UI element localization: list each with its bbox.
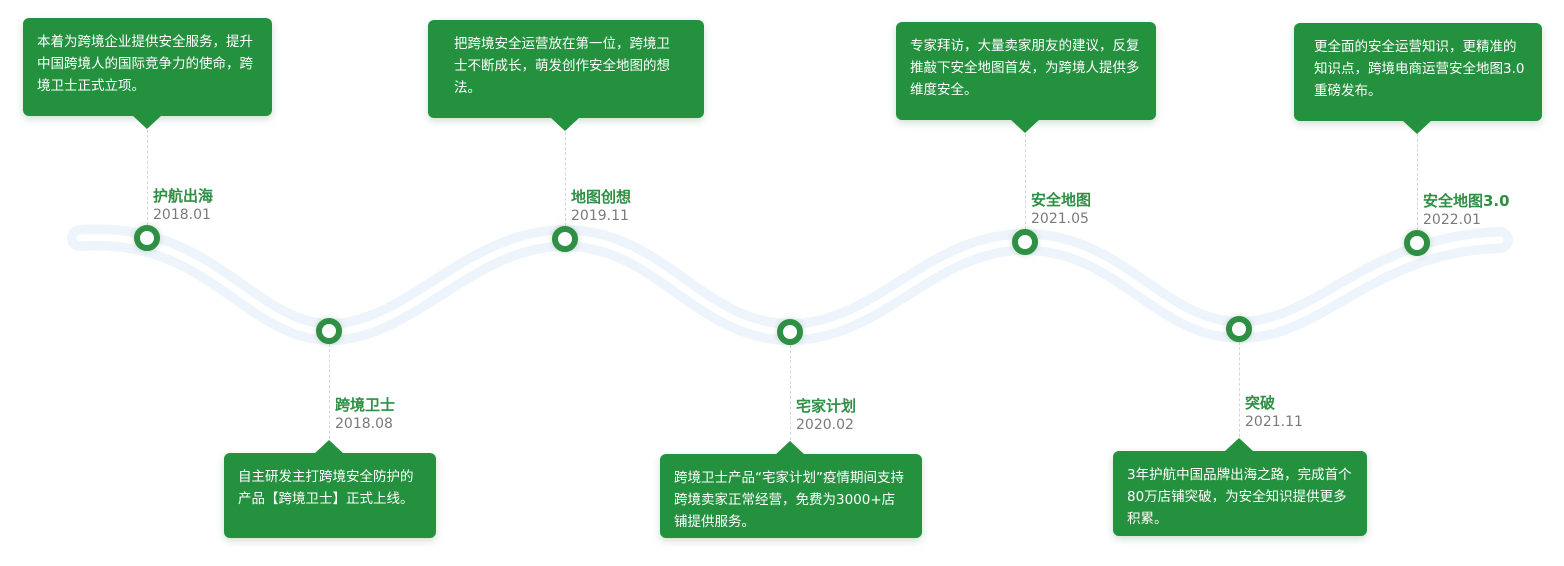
milestone-label: 跨境卫士 2018.08 [335, 395, 395, 433]
milestone-label: 宅家计划 2020.02 [796, 396, 856, 434]
milestone-card-2018-01: 本着为跨境企业提供安全服务，提升中国跨境人的国际竞争力的使命，跨境卫士正式立项。 [23, 18, 272, 129]
milestone-label: 安全地图 2021.05 [1031, 190, 1091, 228]
milestone-card-2020-02: 跨境卫士产品“宅家计划”疫情期间支持跨境卖家正常经营，免费为3000+店铺提供服… [660, 441, 922, 538]
milestone-dot [1012, 229, 1038, 255]
milestone-title: 安全地图3.0 [1423, 192, 1510, 210]
milestone-dot [1226, 316, 1252, 342]
milestone-title: 突破 [1245, 394, 1276, 412]
milestone-date: 2018.01 [153, 207, 211, 223]
connector-line [147, 130, 148, 225]
milestone-card-2021-11: 3年护航中国品牌出海之路，完成首个80万店铺突破，为安全知识提供更多积累。 [1113, 438, 1367, 536]
milestone-label: 安全地图3.0 2022.01 [1423, 191, 1510, 229]
milestone-date: 2021.11 [1245, 414, 1303, 430]
milestone-card-2018-08: 自主研发主打跨境安全防护的产品【跨境卫士】正式上线。 [224, 440, 436, 538]
milestone-date: 2022.01 [1423, 212, 1481, 228]
connector-line [1025, 134, 1026, 229]
connector-line [329, 344, 330, 439]
connector-line [1239, 342, 1240, 437]
milestone-title: 跨境卫士 [335, 396, 396, 414]
connector-line [1417, 134, 1418, 230]
milestone-card-2019-11: 把跨境安全运营放在第一位，跨境卫士不断成长，萌发创作安全地图的想法。 [428, 20, 704, 131]
milestone-date: 2019.11 [571, 208, 629, 224]
milestone-date: 2018.08 [335, 416, 393, 432]
milestone-dot [316, 318, 342, 344]
milestone-title: 护航出海 [153, 187, 214, 205]
milestone-dot [777, 319, 803, 345]
milestone-dot [1404, 230, 1430, 256]
milestone-label: 突破 2021.11 [1245, 393, 1303, 431]
connector-line [565, 132, 566, 226]
milestone-dot [552, 226, 578, 252]
milestone-label: 护航出海 2018.01 [153, 186, 213, 224]
milestone-card-2022-01: 更全面的安全运营知识，更精准的知识点，跨境电商运营安全地图3.0重磅发布。 [1294, 23, 1542, 134]
milestone-title: 宅家计划 [796, 397, 857, 415]
milestone-label: 地图创想 2019.11 [571, 187, 631, 225]
milestone-dot [134, 225, 160, 251]
connector-line [790, 345, 791, 440]
milestone-title: 地图创想 [571, 188, 632, 206]
milestone-date: 2020.02 [796, 417, 854, 433]
milestone-card-2021-05: 专家拜访，大量卖家朋友的建议，反复推敲下安全地图首发，为跨境人提供多维度安全。 [896, 22, 1156, 133]
milestone-title: 安全地图 [1031, 191, 1092, 209]
milestone-date: 2021.05 [1031, 211, 1089, 227]
